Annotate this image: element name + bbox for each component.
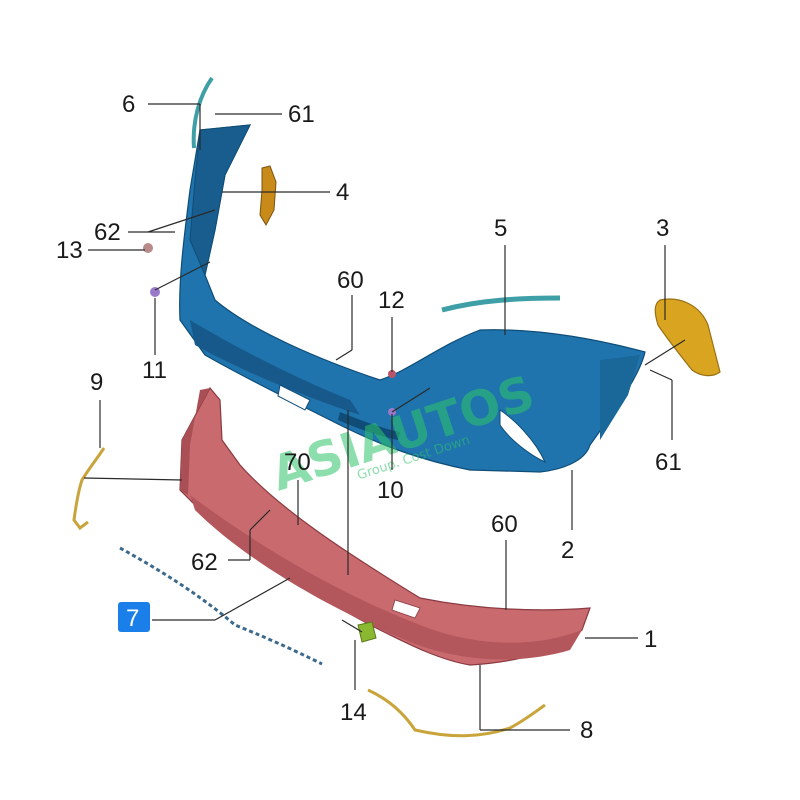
callout-2: 2 xyxy=(561,537,574,564)
callout-70: 70 xyxy=(284,449,311,476)
callout-5: 5 xyxy=(494,215,507,242)
callout-61-top: 61 xyxy=(288,101,315,128)
callout-1: 1 xyxy=(644,626,657,653)
callout-8: 8 xyxy=(580,717,593,744)
lower-bumper xyxy=(179,386,591,666)
callout-7: 7 xyxy=(126,605,139,632)
leader-lines xyxy=(83,103,686,731)
part-13-fastener xyxy=(143,243,153,253)
part-5-molding xyxy=(441,295,561,313)
part-14-clip xyxy=(357,621,377,643)
callout-4: 4 xyxy=(336,179,349,206)
part-7-strip xyxy=(119,546,323,666)
part-11-fastener xyxy=(150,287,160,297)
upper-bumper-cover xyxy=(179,124,646,473)
callout-13: 13 xyxy=(56,237,83,264)
part-12-fastener xyxy=(388,370,396,378)
callout-7-highlight xyxy=(118,602,150,632)
callout-3: 3 xyxy=(656,215,669,242)
callout-61-right: 61 xyxy=(655,449,682,476)
part-8-harness xyxy=(367,688,546,738)
callout-60-upper: 60 xyxy=(337,267,364,294)
callout-labels: 6 61 4 62 13 5 3 60 12 11 9 70 10 61 60 … xyxy=(56,91,682,744)
part-9-harness xyxy=(72,447,106,531)
part-6-molding xyxy=(191,76,214,149)
callout-12: 12 xyxy=(378,287,405,314)
callout-62-upper: 62 xyxy=(94,219,121,246)
callout-9: 9 xyxy=(90,369,103,396)
callout-62-lower: 62 xyxy=(191,549,218,576)
callout-14: 14 xyxy=(340,699,367,726)
part-3-bracket xyxy=(654,298,721,377)
callout-10: 10 xyxy=(377,477,404,504)
callout-11: 11 xyxy=(142,357,167,384)
callout-60-lower: 60 xyxy=(491,511,518,538)
part-4-bracket xyxy=(259,165,277,227)
callout-6: 6 xyxy=(122,91,135,118)
